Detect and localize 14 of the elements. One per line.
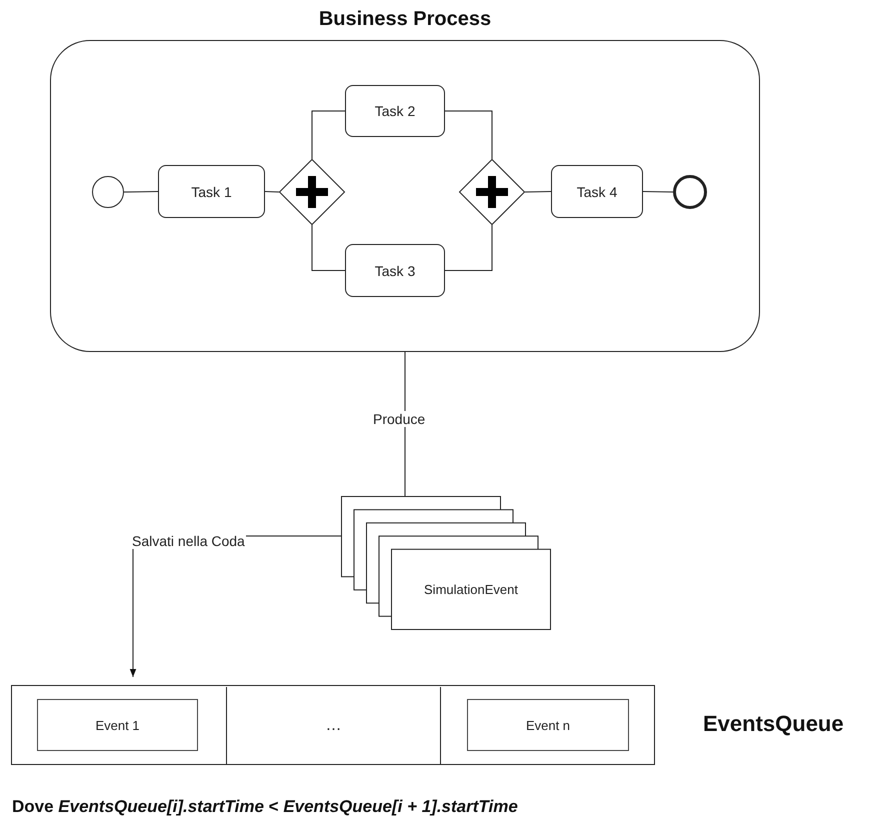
task-box: Task 3 bbox=[345, 244, 445, 297]
pool-title: Business Process bbox=[318, 8, 492, 31]
edge-label: Produce bbox=[372, 411, 426, 427]
queue-box bbox=[11, 685, 655, 765]
card-title: SimulationEvent bbox=[423, 580, 519, 599]
note-text: Dove EventsQueue[i].startTime < EventsQueue[i + 1].startTime bbox=[12, 797, 518, 817]
edge-label: Salvati nella Coda bbox=[131, 533, 246, 549]
event-card: Event n bbox=[467, 699, 629, 751]
event-card: Event 1 bbox=[37, 699, 198, 751]
task-box: Task 1 bbox=[158, 165, 265, 218]
queue-title: EventsQueue bbox=[703, 711, 844, 737]
task-box: Task 2 bbox=[345, 85, 445, 137]
ellipsis: … bbox=[227, 687, 441, 765]
task-box: Task 4 bbox=[551, 165, 643, 218]
